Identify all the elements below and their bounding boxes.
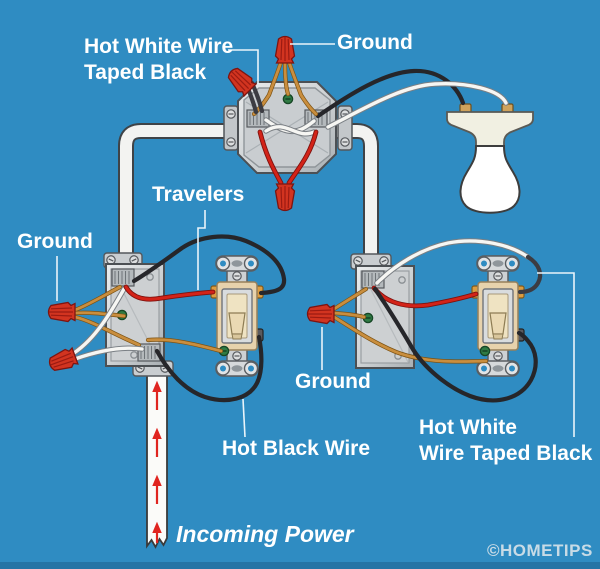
hot-black-wire-loop [154,334,264,403]
power-flow-arrows [152,380,162,543]
wire-nut-ground-left [47,301,76,323]
footer-band [0,562,600,569]
white-wire-to-bulb [326,81,508,129]
pointer-hot-white-right [537,272,575,437]
incoming-power-cable [146,373,168,549]
black-wire-right-loop [372,286,538,403]
hometips-logo: ©HOMETIPS [487,541,593,560]
light-fixture [446,103,534,214]
black-traveler-left [131,234,287,296]
wire-nut-ground-right [306,303,335,325]
label-line: Hot White Wire [84,35,234,58]
junction-box-wires [244,59,319,186]
light-bulb [459,145,521,214]
hot-black-wire-to-bulb [315,68,466,119]
conduit-left [118,123,228,262]
label-incoming-power: Incoming Power [176,521,354,547]
label-hot-white-wire-taped-black-right: Hot White Wire Taped Black [419,415,592,467]
wires-to-fixture [315,68,509,130]
wire-nut-white-left [46,346,79,375]
label-hot-white-wire-taped-black-top: Hot White Wire Taped Black [84,34,233,86]
three-way-switch-right [472,256,524,376]
switch-box-right [350,253,415,369]
pointer-hot-white-top [228,49,259,84]
hot-white-wire-right [375,239,530,285]
wire-nut-travelers [274,183,296,212]
conduit-right [336,123,379,264]
wire-nut-ground-top [274,35,296,64]
label-ground-top: Ground [337,31,413,54]
label-travelers: Travelers [152,183,245,206]
right-box-wires [331,238,543,403]
taped-black-tip-right [517,254,543,295]
left-box-wires [71,234,287,403]
pointer-travelers [197,210,206,290]
lamp-holder-base [446,111,534,147]
ground-wire-to-left-switch [146,338,223,353]
label-line: Wire Taped Black [419,442,593,465]
ground-wire-to-right-switch [332,315,488,363]
red-traveler-left [124,285,215,301]
label-line: Taped Black [84,61,207,84]
three-way-switch-left [211,256,263,376]
red-traveler-right [372,286,478,308]
pointer-hot-black-wire [242,398,246,438]
label-ground-bottom: Ground [295,370,371,393]
label-line: Hot White [419,416,517,439]
label-hot-black-wire: Hot Black Wire [222,437,371,460]
label-ground-left: Ground [17,230,93,253]
